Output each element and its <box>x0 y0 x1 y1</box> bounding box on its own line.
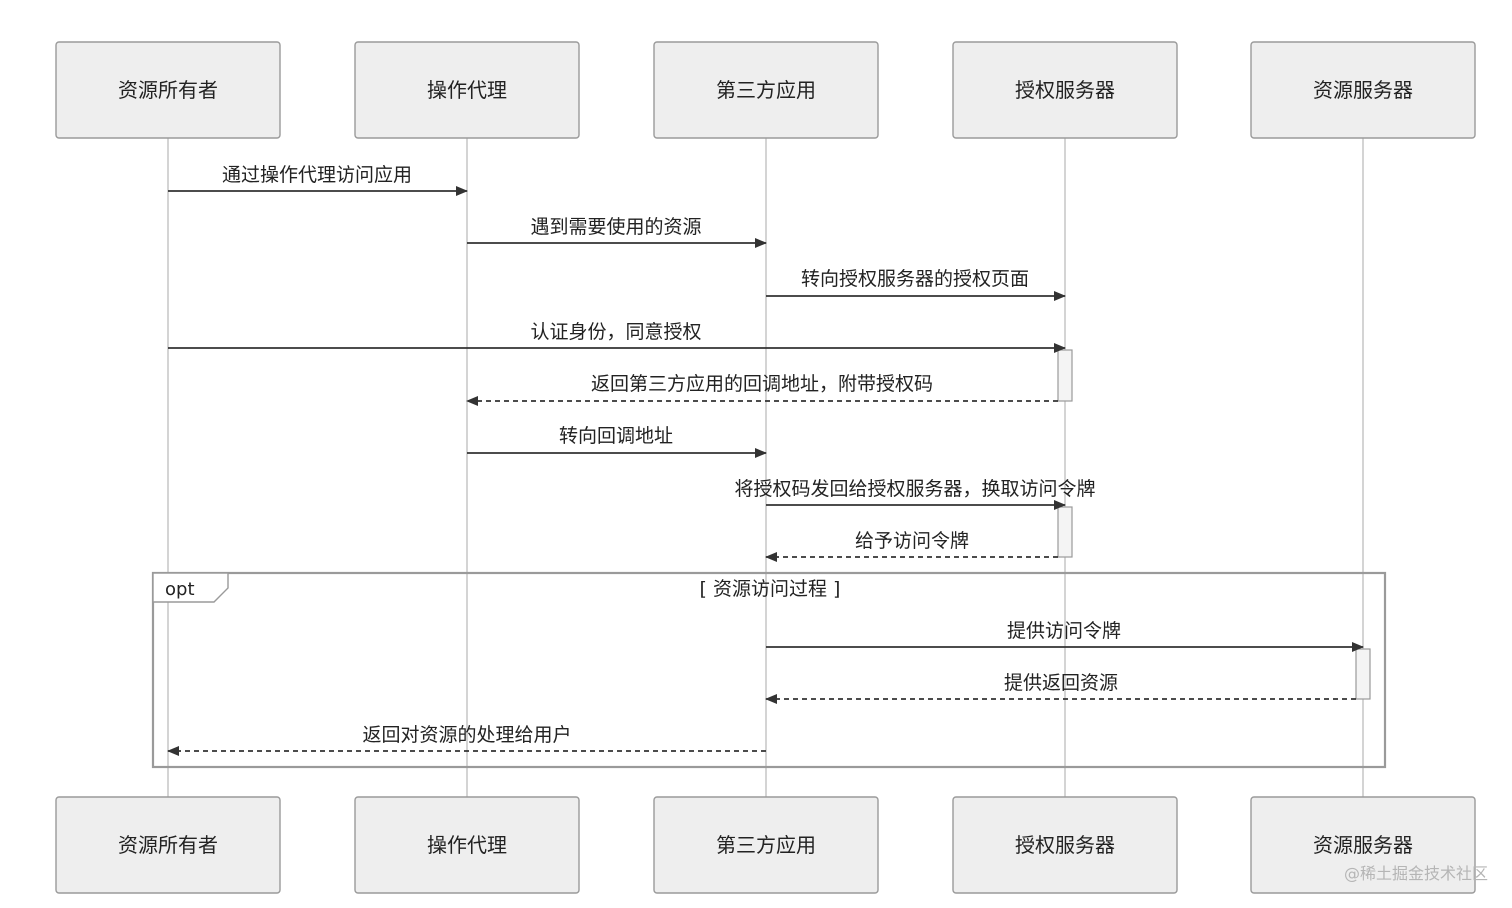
opt-fragment-condition: [ 资源访问过程 ] <box>700 578 841 600</box>
message-1: 通过操作代理访问应用 <box>168 164 468 196</box>
message-8-label: 给予访问令牌 <box>855 530 969 552</box>
opt-fragment-keyword: opt <box>165 579 195 600</box>
activation-auth-2 <box>1057 506 1073 558</box>
participant-client-bottom-label: 第三方应用 <box>716 833 816 857</box>
message-11: 返回对资源的处理给用户 <box>167 724 766 756</box>
message-7-label: 将授权码发回给授权服务器，换取访问令牌 <box>734 478 1095 500</box>
message-5-label: 返回第三方应用的回调地址，附带授权码 <box>591 373 933 395</box>
participant-owner-bottom-label: 资源所有者 <box>118 833 218 857</box>
participants-bottom: 资源所有者 操作代理 第三方应用 授权服务器 资源服务器 <box>55 796 1476 894</box>
activation-auth-1 <box>1057 349 1073 402</box>
opt-fragment-tab <box>152 572 229 603</box>
participant-agent-bottom: 操作代理 <box>354 796 580 894</box>
activations <box>1057 349 1371 700</box>
message-7: 将授权码发回给授权服务器，换取访问令牌 <box>734 478 1096 510</box>
participant-auth-bottom-label: 授权服务器 <box>1015 833 1115 857</box>
message-10-label: 提供返回资源 <box>1004 672 1118 694</box>
message-6: 转向回调地址 <box>467 425 767 458</box>
participant-owner-top-label: 资源所有者 <box>118 78 218 102</box>
message-2: 遇到需要使用的资源 <box>467 216 767 248</box>
message-1-label: 通过操作代理访问应用 <box>222 164 412 186</box>
message-9: 提供访问令牌 <box>766 620 1364 652</box>
participant-owner-bottom: 资源所有者 <box>55 796 281 894</box>
message-11-label: 返回对资源的处理给用户 <box>362 724 571 746</box>
message-6-label: 转向回调地址 <box>559 425 673 447</box>
message-10: 提供返回资源 <box>765 672 1356 704</box>
message-3-label: 转向授权服务器的授权页面 <box>801 268 1029 290</box>
participant-client-top: 第三方应用 <box>653 41 879 139</box>
participant-agent-bottom-label: 操作代理 <box>427 833 507 857</box>
participant-client-top-label: 第三方应用 <box>716 78 816 102</box>
message-3: 转向授权服务器的授权页面 <box>766 268 1066 301</box>
activation-resource-1 <box>1355 648 1371 700</box>
watermark: @稀土掘金技术社区 <box>1344 864 1488 883</box>
lifelines <box>167 138 1364 798</box>
opt-fragment: opt [ 资源访问过程 ] <box>151 571 1387 769</box>
message-5: 返回第三方应用的回调地址，附带授权码 <box>466 373 1058 406</box>
participants-top: 资源所有者 操作代理 第三方应用 授权服务器 资源服务器 <box>55 41 1476 139</box>
participant-agent-top: 操作代理 <box>354 41 580 139</box>
participant-auth-bottom: 授权服务器 <box>952 796 1178 894</box>
opt-fragment-border <box>151 571 1387 769</box>
message-8: 给予访问令牌 <box>765 530 1058 562</box>
participant-agent-top-label: 操作代理 <box>427 78 507 102</box>
participant-resource-bottom: 资源服务器 <box>1250 796 1476 894</box>
participant-auth-top-label: 授权服务器 <box>1015 78 1115 102</box>
participant-client-bottom: 第三方应用 <box>653 796 879 894</box>
participant-auth-top: 授权服务器 <box>952 41 1178 139</box>
participant-owner-top: 资源所有者 <box>55 41 281 139</box>
message-9-label: 提供访问令牌 <box>1007 620 1121 642</box>
message-4-label: 认证身份，同意授权 <box>530 321 701 343</box>
participant-resource-top: 资源服务器 <box>1250 41 1476 139</box>
message-2-label: 遇到需要使用的资源 <box>530 216 701 238</box>
participant-resource-top-label: 资源服务器 <box>1313 78 1413 102</box>
messages: 通过操作代理访问应用 遇到需要使用的资源 转向授权服务器的授权页面 认证身份，同… <box>167 164 1364 756</box>
participant-resource-bottom-label: 资源服务器 <box>1313 833 1413 857</box>
message-4: 认证身份，同意授权 <box>168 321 1066 353</box>
